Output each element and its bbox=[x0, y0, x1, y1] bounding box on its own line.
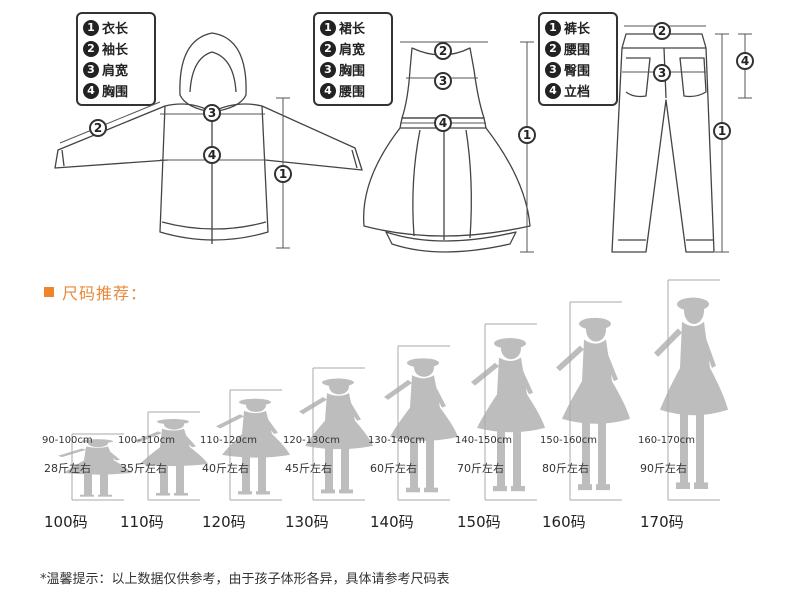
height-range: 150-160cm bbox=[540, 435, 598, 446]
size-label: 100码 bbox=[44, 513, 88, 531]
legend-label: 腰围 bbox=[564, 43, 591, 58]
height-range: 140-150cm bbox=[455, 435, 513, 446]
pants-badge-4: 4 bbox=[736, 52, 754, 70]
warm-tip: *温馨提示：以上数据仅供参考，由于孩子体形各异，具体请参考尺码表 bbox=[40, 572, 450, 587]
legend-label: 裙长 bbox=[339, 22, 366, 37]
size-label: 170码 bbox=[640, 513, 684, 531]
orange-square-icon bbox=[44, 287, 54, 297]
legend-label: 肩宽 bbox=[102, 64, 129, 79]
dress-badge-4: 4 bbox=[434, 114, 452, 132]
legend-label: 袖长 bbox=[102, 43, 129, 58]
height-marker bbox=[569, 301, 622, 501]
height-range: 90-100cm bbox=[42, 435, 93, 446]
number-icon: 4 bbox=[320, 82, 336, 99]
legend-label: 立档 bbox=[564, 85, 591, 100]
size-label: 150码 bbox=[457, 513, 501, 531]
height-marker bbox=[71, 433, 124, 501]
weight-range: 60斤左右 bbox=[370, 462, 417, 475]
size-label: 110码 bbox=[120, 513, 164, 531]
jacket-badge-3: 3 bbox=[203, 104, 221, 122]
legend-label: 腰围 bbox=[339, 85, 366, 100]
height-marker bbox=[667, 279, 720, 501]
legend-label: 臀围 bbox=[564, 64, 591, 79]
size-label: 140码 bbox=[370, 513, 414, 531]
height-range: 110-120cm bbox=[200, 435, 258, 446]
height-range: 130-140cm bbox=[368, 435, 426, 446]
number-icon: 3 bbox=[545, 61, 561, 78]
number-icon: 4 bbox=[83, 82, 99, 99]
number-icon: 1 bbox=[83, 19, 99, 36]
child-silhouette bbox=[471, 338, 545, 492]
dress-diagram bbox=[362, 41, 534, 253]
weight-range: 90斤左右 bbox=[640, 462, 687, 475]
dress-badge-3: 3 bbox=[434, 72, 452, 90]
number-icon: 3 bbox=[83, 61, 99, 78]
weight-range: 40斤左右 bbox=[202, 462, 249, 475]
child-silhouette bbox=[216, 398, 290, 495]
height-range: 160-170cm bbox=[638, 435, 696, 446]
size-label: 160码 bbox=[542, 513, 586, 531]
legend-label: 衣长 bbox=[102, 22, 129, 37]
number-icon: 1 bbox=[320, 19, 336, 36]
height-marker bbox=[312, 367, 365, 501]
legend-label: 胸围 bbox=[339, 64, 366, 79]
height-range: 120-130cm bbox=[283, 435, 341, 446]
jacket-badge-1: 1 bbox=[274, 165, 292, 183]
dress-badge-2: 2 bbox=[434, 42, 452, 60]
size-label: 130码 bbox=[285, 513, 329, 531]
section-title-text: 尺码推荐： bbox=[62, 284, 148, 303]
number-icon: 2 bbox=[545, 40, 561, 57]
weight-range: 70斤左右 bbox=[457, 462, 504, 475]
number-icon: 4 bbox=[545, 82, 561, 99]
pants-diagram bbox=[611, 25, 752, 253]
number-icon: 2 bbox=[83, 40, 99, 57]
height-marker bbox=[484, 323, 537, 501]
jacket-badge-2: 2 bbox=[89, 119, 107, 137]
dress-badge-1: 1 bbox=[518, 126, 536, 144]
weight-range: 28斤左右 bbox=[44, 462, 91, 475]
child-silhouette bbox=[58, 439, 132, 497]
height-marker bbox=[229, 389, 282, 501]
jacket-badge-4: 4 bbox=[203, 146, 221, 164]
child-silhouette bbox=[299, 378, 373, 494]
number-icon: 2 bbox=[320, 40, 336, 57]
pants-badge-1: 1 bbox=[713, 122, 731, 140]
pants-badge-3: 3 bbox=[653, 64, 671, 82]
legend-label: 胸围 bbox=[102, 85, 129, 100]
number-icon: 3 bbox=[320, 61, 336, 78]
number-icon: 1 bbox=[545, 19, 561, 36]
height-marker bbox=[147, 411, 200, 501]
pants-badge-2: 2 bbox=[653, 22, 671, 40]
size-label: 120码 bbox=[202, 513, 246, 531]
weight-range: 80斤左右 bbox=[542, 462, 589, 475]
weight-range: 45斤左右 bbox=[285, 462, 332, 475]
legend-label: 裤长 bbox=[564, 22, 591, 37]
legend-label: 肩宽 bbox=[339, 43, 366, 58]
weight-range: 35斤左右 bbox=[120, 462, 167, 475]
height-range: 100-110cm bbox=[118, 435, 176, 446]
size-recommendation-title: 尺码推荐： bbox=[44, 280, 147, 304]
height-marker bbox=[397, 345, 450, 501]
